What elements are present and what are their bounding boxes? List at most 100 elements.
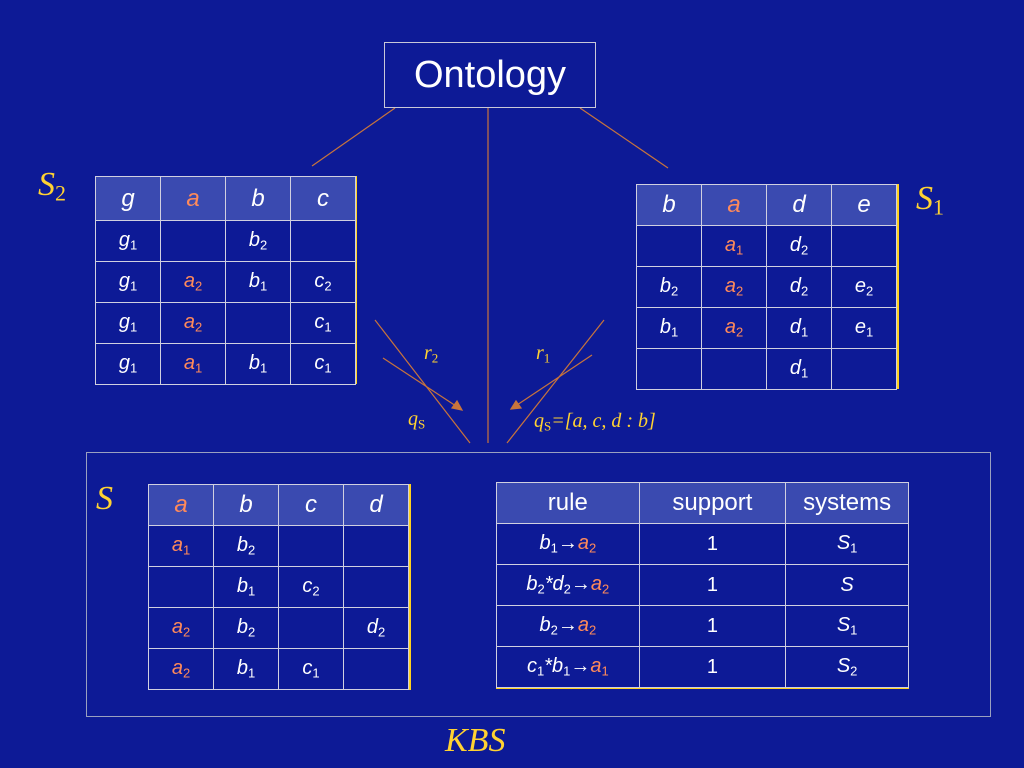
table-cell: g1 (95, 220, 161, 262)
table-row: d1 (636, 348, 897, 390)
table-cell: b2 (225, 220, 291, 262)
column-header: e (831, 184, 897, 226)
ontology-box: Ontology (384, 42, 596, 108)
table-cell: d1 (766, 307, 832, 349)
column-header: b (636, 184, 702, 226)
table-cell: a2 (160, 302, 226, 344)
column-header: support (638, 482, 787, 524)
table-cell: c1 (290, 343, 356, 385)
table-cell: a2 (701, 266, 767, 308)
s2-query-line (374, 319, 471, 444)
table-cell: b1 (225, 343, 291, 385)
systems-cell: S1 (785, 523, 909, 565)
table-cell: b1 (213, 566, 279, 608)
table-cell: a1 (148, 525, 214, 567)
table-cell (831, 225, 897, 267)
support-cell: 1 (638, 605, 787, 647)
rule-cell: b1→a2 (496, 523, 640, 565)
ontology-to-s2-line (311, 107, 396, 167)
rule-cell: b2→a2 (496, 605, 640, 647)
table-cell: b2 (636, 266, 702, 308)
table-cell: c1 (290, 302, 356, 344)
r1-label: r1 (536, 342, 551, 366)
table-cell: a2 (148, 607, 214, 649)
table-cell: g1 (95, 302, 161, 344)
r2-arrow (382, 357, 460, 409)
column-header: d (766, 184, 832, 226)
table-cell (278, 607, 344, 649)
table-cell: e1 (831, 307, 897, 349)
column-header: d (343, 484, 409, 526)
r1-arrow (513, 354, 593, 408)
table-cell: b2 (213, 525, 279, 567)
table-cell: c2 (290, 261, 356, 303)
table-cell: a1 (701, 225, 767, 267)
table-cell (160, 220, 226, 262)
column-header: systems (785, 482, 909, 524)
ontology-title: Ontology (413, 53, 567, 96)
support-cell: 1 (638, 646, 787, 688)
table-cell: d2 (343, 607, 409, 649)
table-cell (636, 348, 702, 390)
systems-cell: S2 (785, 646, 909, 688)
table-cell: a2 (148, 648, 214, 690)
column-header: a (701, 184, 767, 226)
table-cell (148, 566, 214, 608)
table-cell: d2 (766, 225, 832, 267)
column-header: b (225, 176, 291, 221)
column-header: b (213, 484, 279, 526)
table-cell: b1 (225, 261, 291, 303)
table-cell: a2 (701, 307, 767, 349)
kbs-label: KBS (445, 722, 506, 759)
r2-label: r2 (424, 342, 439, 366)
table-cell: c2 (278, 566, 344, 608)
table-cell: a2 (160, 261, 226, 303)
column-header: a (148, 484, 214, 526)
qs-right-label: qS=[a, c, d : b] (534, 410, 656, 434)
table-cell (831, 348, 897, 390)
table-cell (278, 525, 344, 567)
table-cell (343, 525, 409, 567)
column-header: c (278, 484, 344, 526)
table-row: g1 b2 (95, 220, 356, 262)
r2-arrowhead (450, 399, 464, 411)
rule-cell: c1*b1→a1 (496, 646, 640, 688)
table-cell (636, 225, 702, 267)
systems-cell: S (785, 564, 909, 606)
column-header: g (95, 176, 161, 221)
ontology-to-s1-line (579, 107, 669, 169)
table-cell: d1 (766, 348, 832, 390)
table-cell: d2 (766, 266, 832, 308)
column-header: rule (496, 482, 640, 524)
r1-arrowhead (509, 399, 523, 410)
support-cell: 1 (638, 523, 787, 565)
table-cell: b1 (636, 307, 702, 349)
kbs-box (86, 452, 991, 717)
rule-cell: b2*d2→a2 (496, 564, 640, 606)
